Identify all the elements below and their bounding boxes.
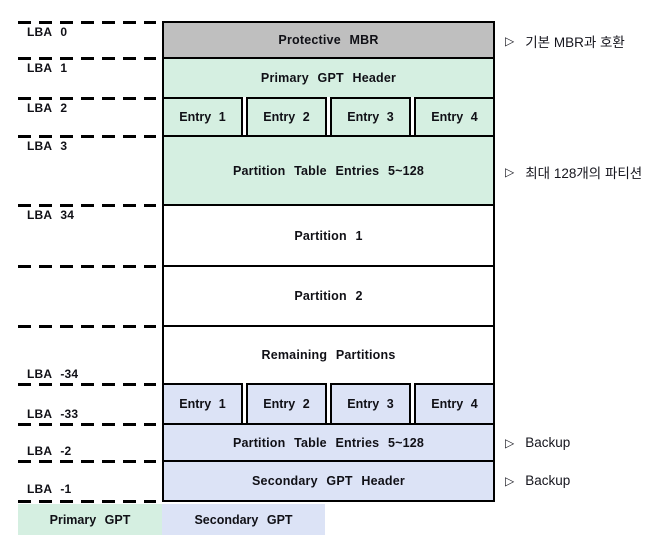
- lba-divider-line: [18, 265, 156, 268]
- box-primary-entry-2: Entry 2: [246, 97, 327, 137]
- lba-divider-line: [18, 383, 156, 386]
- lba-divider-line: [18, 57, 156, 60]
- lba-label-minus-33: LBA -33: [27, 407, 79, 421]
- lba-label-3: LBA 3: [27, 139, 68, 153]
- triangle-marker-icon: ▷: [505, 165, 515, 179]
- lba-label-34: LBA 34: [27, 208, 75, 222]
- lba-label-1: LBA 1: [27, 61, 68, 75]
- box-secondary-entry-4: Entry 4: [414, 383, 495, 425]
- lba-label-2: LBA 2: [27, 101, 68, 115]
- secondary-entry-row: Entry 1 Entry 2 Entry 3 Entry 4: [162, 383, 495, 425]
- annotation-text: Backup: [525, 473, 571, 488]
- box-protective-mbr: Protective MBR: [162, 21, 495, 59]
- triangle-marker-icon: ▷: [505, 473, 515, 488]
- annotation-text: 기본 MBR과 호환: [525, 35, 625, 50]
- lba-divider-line: [18, 500, 156, 503]
- primary-entry-row: Entry 1 Entry 2 Entry 3 Entry 4: [162, 97, 495, 137]
- lba-divider-line: [18, 204, 156, 207]
- box-secondary-entry-1: Entry 1: [162, 383, 243, 425]
- triangle-marker-icon: ▷: [505, 34, 515, 48]
- lba-label-0: LBA 0: [27, 25, 68, 39]
- lba-divider-line: [18, 460, 156, 463]
- annotation-text: 최대 128개의 파티션: [525, 166, 643, 181]
- triangle-marker-icon: ▷: [505, 435, 515, 450]
- lba-divider-line: [18, 135, 156, 138]
- box-primary-gpt-header: Primary GPT Header: [162, 57, 495, 99]
- annotation-backup-table: ▷ Backup: [505, 435, 570, 450]
- box-primary-entry-1: Entry 1: [162, 97, 243, 137]
- annotation-max-partitions: ▷ 최대 128개의 파티션: [505, 162, 642, 182]
- box-primary-entry-3: Entry 3: [330, 97, 411, 137]
- box-remaining-partitions: Remaining Partitions: [162, 325, 495, 385]
- legend-secondary-gpt: Secondary GPT: [162, 504, 325, 535]
- box-partition-2: Partition 2: [162, 265, 495, 327]
- lba-label-minus-34: LBA -34: [27, 367, 79, 381]
- annotation-backup-header: ▷ Backup: [505, 473, 570, 488]
- lba-label-minus-2: LBA -2: [27, 444, 72, 458]
- lba-divider-line: [18, 97, 156, 100]
- lba-divider-line: [18, 325, 156, 328]
- box-partition-1: Partition 1: [162, 204, 495, 267]
- box-partition-table-entries-secondary: Partition Table Entries 5~128: [162, 423, 495, 462]
- legend-primary-gpt: Primary GPT: [18, 504, 162, 535]
- box-secondary-entry-3: Entry 3: [330, 383, 411, 425]
- box-primary-entry-4: Entry 4: [414, 97, 495, 137]
- annotation-mbr-compatible: ▷ 기본 MBR과 호환: [505, 31, 625, 51]
- box-partition-table-entries-primary: Partition Table Entries 5~128: [162, 135, 495, 206]
- annotation-text: Backup: [525, 435, 571, 450]
- lba-divider-line: [18, 21, 156, 24]
- lba-label-minus-1: LBA -1: [27, 482, 72, 496]
- lba-divider-line: [18, 423, 156, 426]
- box-secondary-entry-2: Entry 2: [246, 383, 327, 425]
- box-secondary-gpt-header: Secondary GPT Header: [162, 460, 495, 502]
